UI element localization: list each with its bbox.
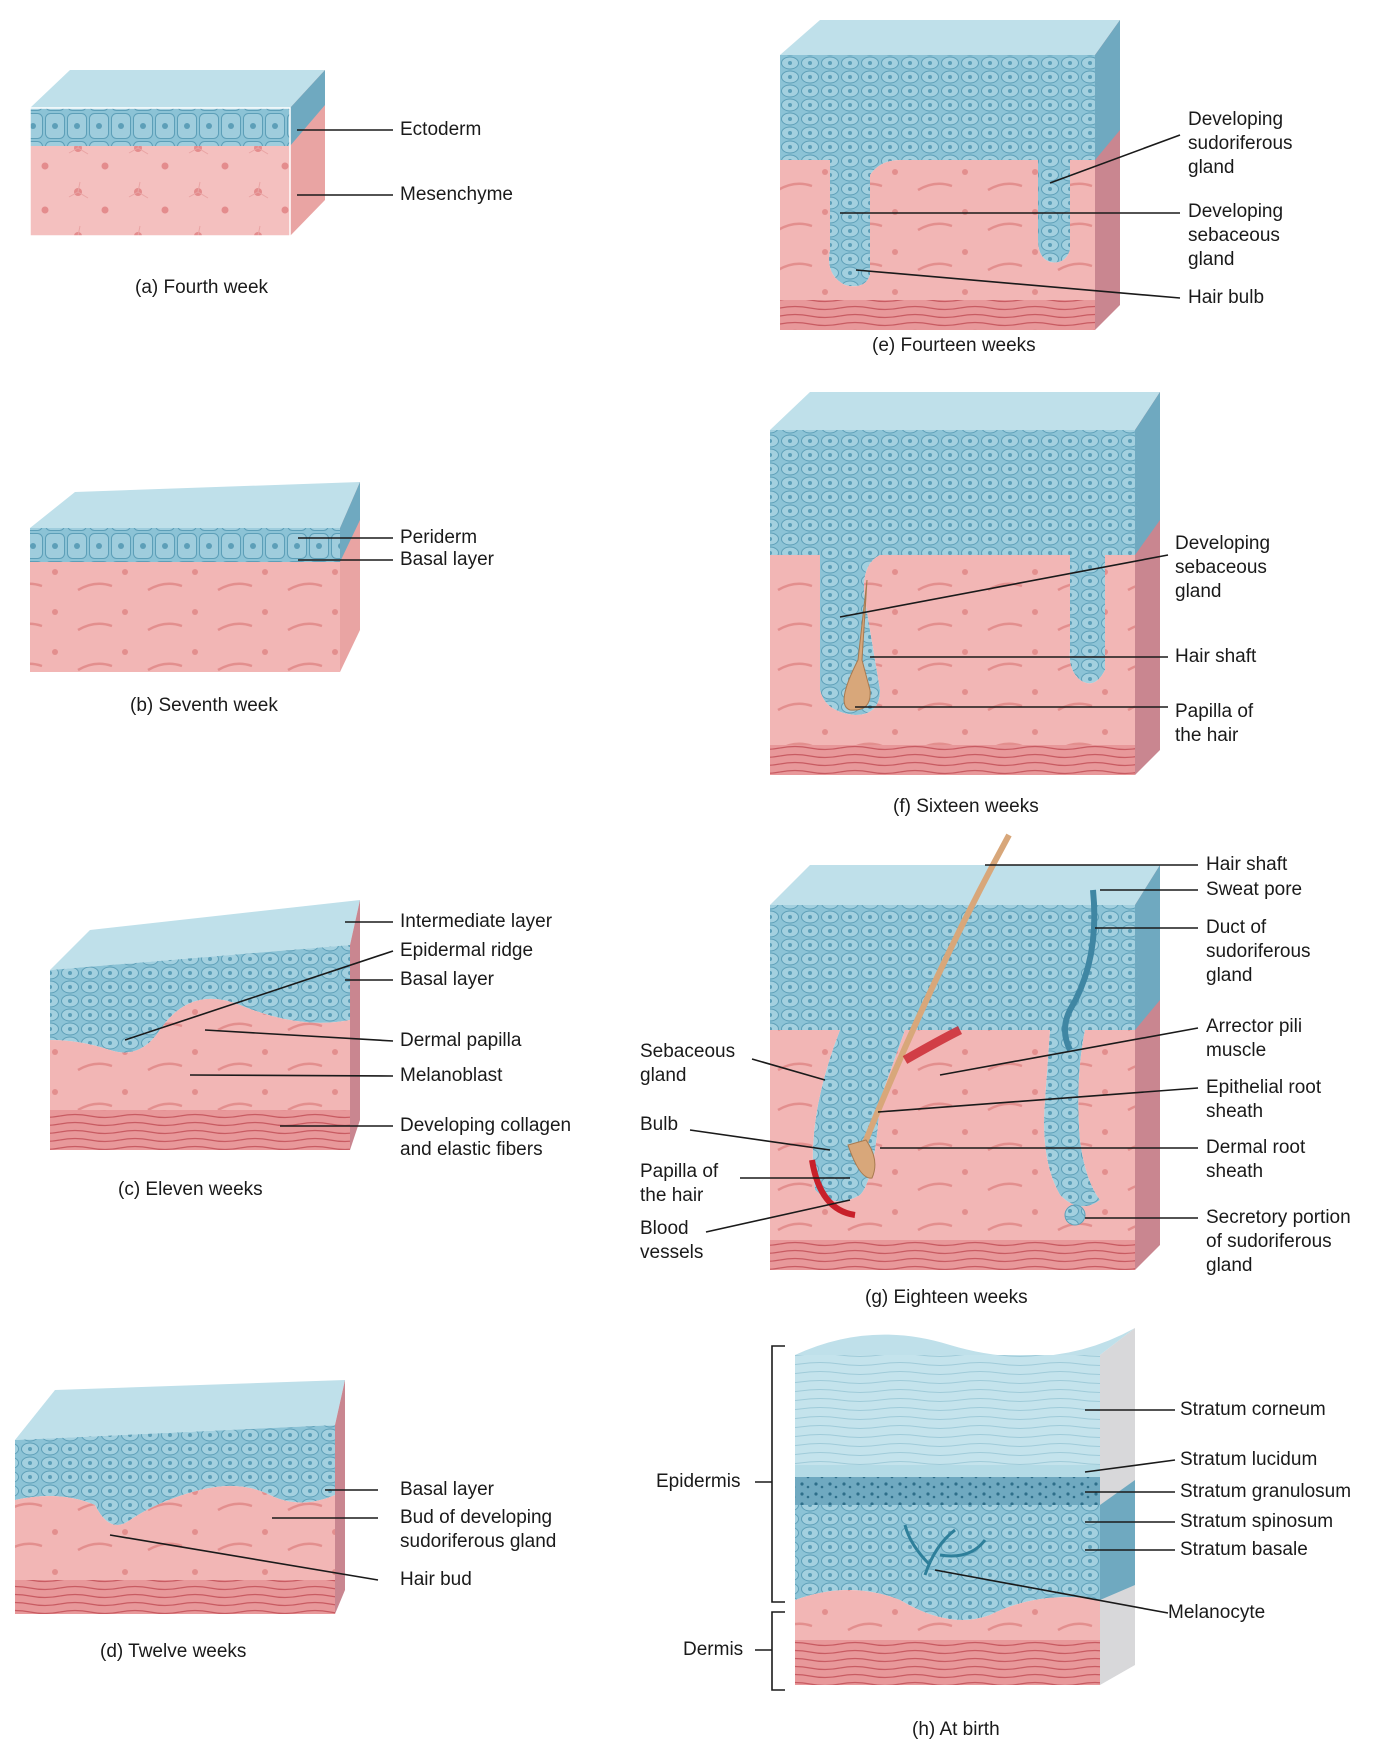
label-secretory-portion: Secretory portion of sudoriferous gland — [1206, 1206, 1351, 1278]
label-hair-bud: Hair bud — [400, 1568, 472, 1592]
label-basal-layer-d: Basal layer — [400, 1478, 494, 1502]
label-stratum-granulosum: Stratum granulosum — [1180, 1480, 1351, 1504]
label-line: Sebaceous — [640, 1040, 735, 1064]
label-line: sudoriferous gland — [400, 1530, 556, 1554]
label-bud-sudoriferous: Bud of developing sudoriferous gland — [400, 1506, 556, 1554]
label-line: Bud of developing — [400, 1506, 556, 1530]
label-line: sheath — [1206, 1100, 1321, 1124]
label-line: gland — [640, 1064, 735, 1088]
label-epidermis: Epidermis — [656, 1470, 740, 1494]
label-bulb: Bulb — [640, 1113, 678, 1137]
label-line: Papilla of — [640, 1160, 718, 1184]
label-mesenchyme: Mesenchyme — [400, 183, 513, 207]
label-line: Arrector pili — [1206, 1015, 1302, 1039]
label-line: gland — [1206, 964, 1311, 988]
label-line: of sudoriferous — [1206, 1230, 1351, 1254]
label-line: gland — [1175, 580, 1270, 604]
label-line: gland — [1188, 156, 1293, 180]
caption-d: (d) Twelve weeks — [100, 1640, 246, 1664]
label-line: Epithelial root — [1206, 1076, 1321, 1100]
label-basal-layer-b: Basal layer — [400, 548, 494, 572]
label-developing-collagen: Developing collagen and elastic fibers — [400, 1114, 571, 1162]
panel-a-block — [30, 70, 325, 236]
label-hair-shaft-f: Hair shaft — [1175, 645, 1256, 669]
label-melanocyte: Melanocyte — [1168, 1601, 1265, 1625]
label-developing-sebaceous-f: Developing sebaceous gland — [1175, 532, 1270, 604]
label-line: Developing — [1175, 532, 1270, 556]
label-line: Developing — [1188, 200, 1283, 224]
label-line: Papilla of — [1175, 700, 1253, 724]
label-line: sebaceous — [1175, 556, 1270, 580]
label-arrector-pili: Arrector pili muscle — [1206, 1015, 1302, 1063]
label-hair-bulb: Hair bulb — [1188, 286, 1264, 310]
caption-h: (h) At birth — [912, 1718, 1000, 1742]
caption-f: (f) Sixteen weeks — [893, 795, 1039, 819]
caption-b: (b) Seventh week — [130, 694, 278, 718]
label-line: Dermal root — [1206, 1136, 1305, 1160]
label-periderm: Periderm — [400, 526, 477, 550]
label-line: Duct of — [1206, 916, 1311, 940]
caption-c: (c) Eleven weeks — [118, 1178, 263, 1202]
label-dermis: Dermis — [683, 1638, 743, 1662]
panel-e-block — [780, 20, 1120, 330]
label-intermediate-layer: Intermediate layer — [400, 910, 552, 934]
panel-c-block — [50, 900, 360, 1150]
label-line: Secretory portion — [1206, 1206, 1351, 1230]
caption-g: (g) Eighteen weeks — [865, 1286, 1028, 1310]
label-line: sudoriferous — [1206, 940, 1311, 964]
panel-d-block — [15, 1380, 345, 1614]
label-ectoderm: Ectoderm — [400, 118, 481, 142]
label-line: sudoriferous — [1188, 132, 1293, 156]
label-stratum-lucidum: Stratum lucidum — [1180, 1448, 1317, 1472]
label-line: the hair — [1175, 724, 1253, 748]
label-stratum-corneum: Stratum corneum — [1180, 1398, 1326, 1422]
label-line: sebaceous — [1188, 224, 1283, 248]
label-hair-shaft-g: Hair shaft — [1206, 853, 1287, 877]
label-dermal-papilla: Dermal papilla — [400, 1029, 521, 1053]
label-line: Developing collagen — [400, 1114, 571, 1138]
label-dermal-root-sheath: Dermal root sheath — [1206, 1136, 1305, 1184]
label-basal-layer-c: Basal layer — [400, 968, 494, 992]
label-stratum-spinosum: Stratum spinosum — [1180, 1510, 1333, 1534]
label-line: sheath — [1206, 1160, 1305, 1184]
label-epithelial-root-sheath: Epithelial root sheath — [1206, 1076, 1321, 1124]
label-stratum-basale: Stratum basale — [1180, 1538, 1308, 1562]
label-melanoblast: Melanoblast — [400, 1064, 502, 1088]
label-blood-vessels: Blood vessels — [640, 1217, 703, 1265]
label-papilla-g: Papilla of the hair — [640, 1160, 718, 1208]
label-developing-sebaceous-e: Developing sebaceous gland — [1188, 200, 1283, 272]
label-line: gland — [1188, 248, 1283, 272]
label-line: vessels — [640, 1241, 703, 1265]
label-line: Developing — [1188, 108, 1293, 132]
panel-h-block — [795, 1328, 1135, 1685]
panel-f-block — [770, 392, 1160, 775]
panel-b-block — [30, 482, 360, 672]
label-papilla-f: Papilla of the hair — [1175, 700, 1253, 748]
label-developing-sudoriferous-e: Developing sudoriferous gland — [1188, 108, 1293, 180]
label-line: the hair — [640, 1184, 718, 1208]
label-line: Blood — [640, 1217, 703, 1241]
label-line: muscle — [1206, 1039, 1302, 1063]
caption-e: (e) Fourteen weeks — [872, 334, 1036, 358]
label-sweat-pore: Sweat pore — [1206, 878, 1302, 902]
label-duct-sudoriferous: Duct of sudoriferous gland — [1206, 916, 1311, 988]
label-sebaceous-gland-g: Sebaceous gland — [640, 1040, 735, 1088]
caption-a: (a) Fourth week — [135, 276, 268, 300]
label-line: gland — [1206, 1254, 1351, 1278]
label-epidermal-ridge: Epidermal ridge — [400, 939, 533, 963]
label-line: and elastic fibers — [400, 1138, 571, 1162]
